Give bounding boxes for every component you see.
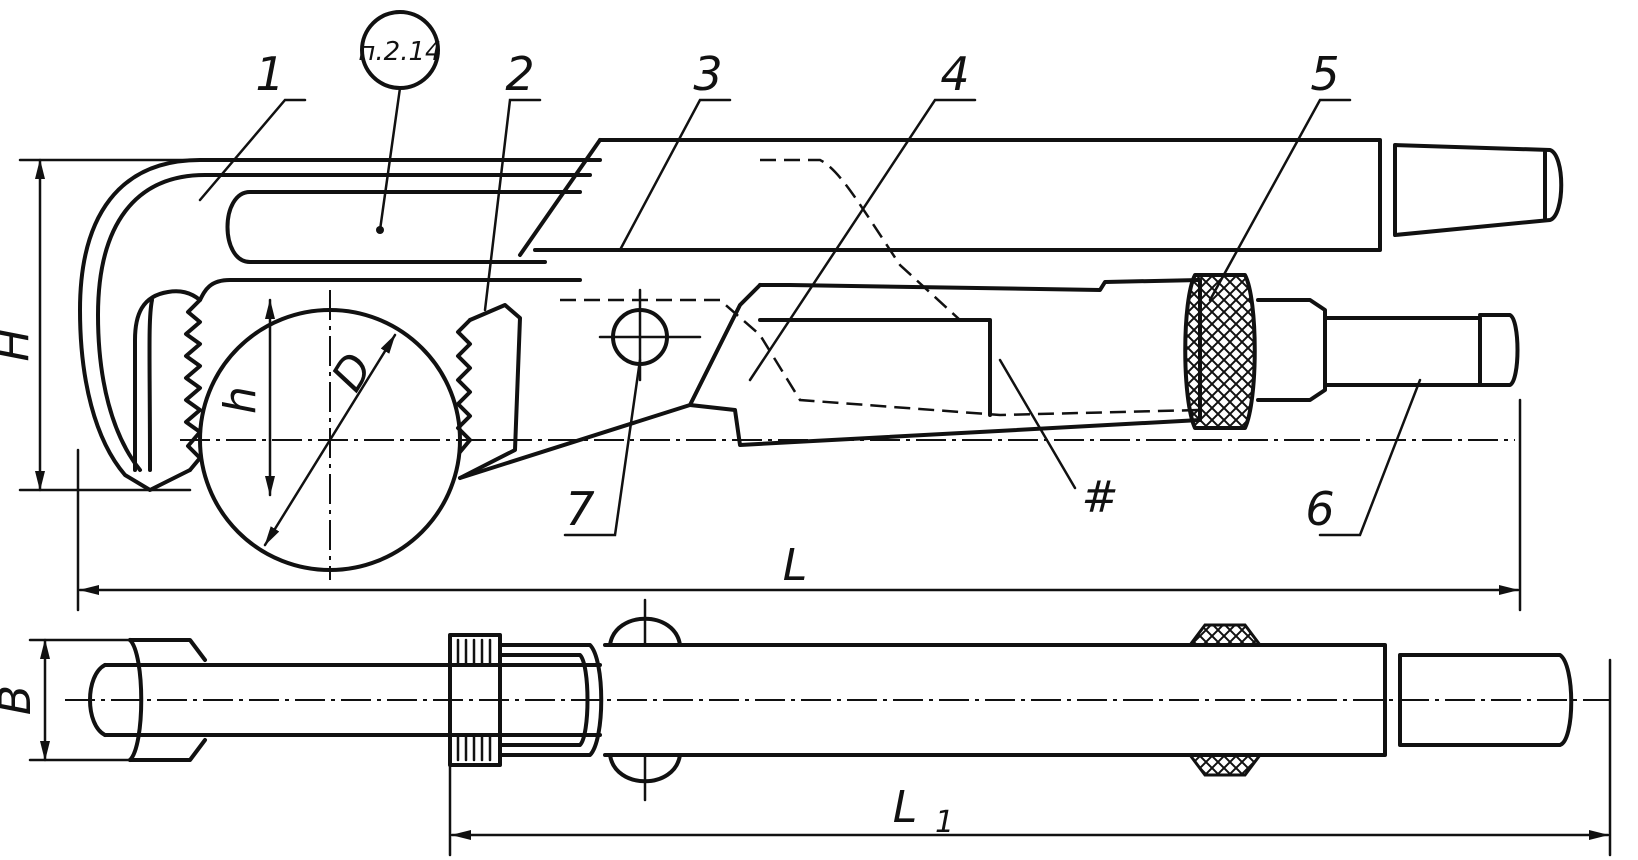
fit-symbol: # <box>1082 472 1119 523</box>
dim-H <box>18 158 202 492</box>
part-label-6: 6 <box>1305 482 1334 536</box>
lever-part <box>560 158 1202 447</box>
pipe-section <box>180 290 1515 580</box>
part-label-3: 3 <box>693 47 722 101</box>
dim-L-label: L <box>783 540 808 591</box>
plan-view <box>28 598 1612 857</box>
hook-jaw-part <box>78 158 602 492</box>
screw-part <box>1256 298 1520 402</box>
part-label-4: 4 <box>940 47 969 101</box>
pivot-pin <box>598 288 702 382</box>
dim-L <box>76 398 1522 612</box>
part-label-1: 1 <box>255 47 284 101</box>
dim-L1-label: L <box>893 782 918 833</box>
dim-B <box>28 638 132 762</box>
knurled-nut <box>1183 273 1257 430</box>
dim-H-label: H <box>0 328 39 361</box>
side-view <box>18 10 1564 612</box>
part-label-2: 2 <box>505 47 534 101</box>
stamp-callout <box>360 10 440 234</box>
fit-leader <box>998 358 1077 490</box>
part-label-7: 7 <box>565 482 594 536</box>
stamp-text: п.2.14 <box>358 37 441 67</box>
dim-B-label: B <box>0 685 41 715</box>
part-label-5: 5 <box>1310 47 1339 101</box>
dim-h-label: h <box>215 386 266 414</box>
dim-L1-subscript: 1 <box>935 805 954 840</box>
dim-D-label: D <box>322 344 383 400</box>
part-leaders <box>198 98 1422 537</box>
jaw-insert-part <box>456 283 762 480</box>
handle-part <box>518 138 1564 257</box>
dim-L1 <box>448 658 1612 857</box>
